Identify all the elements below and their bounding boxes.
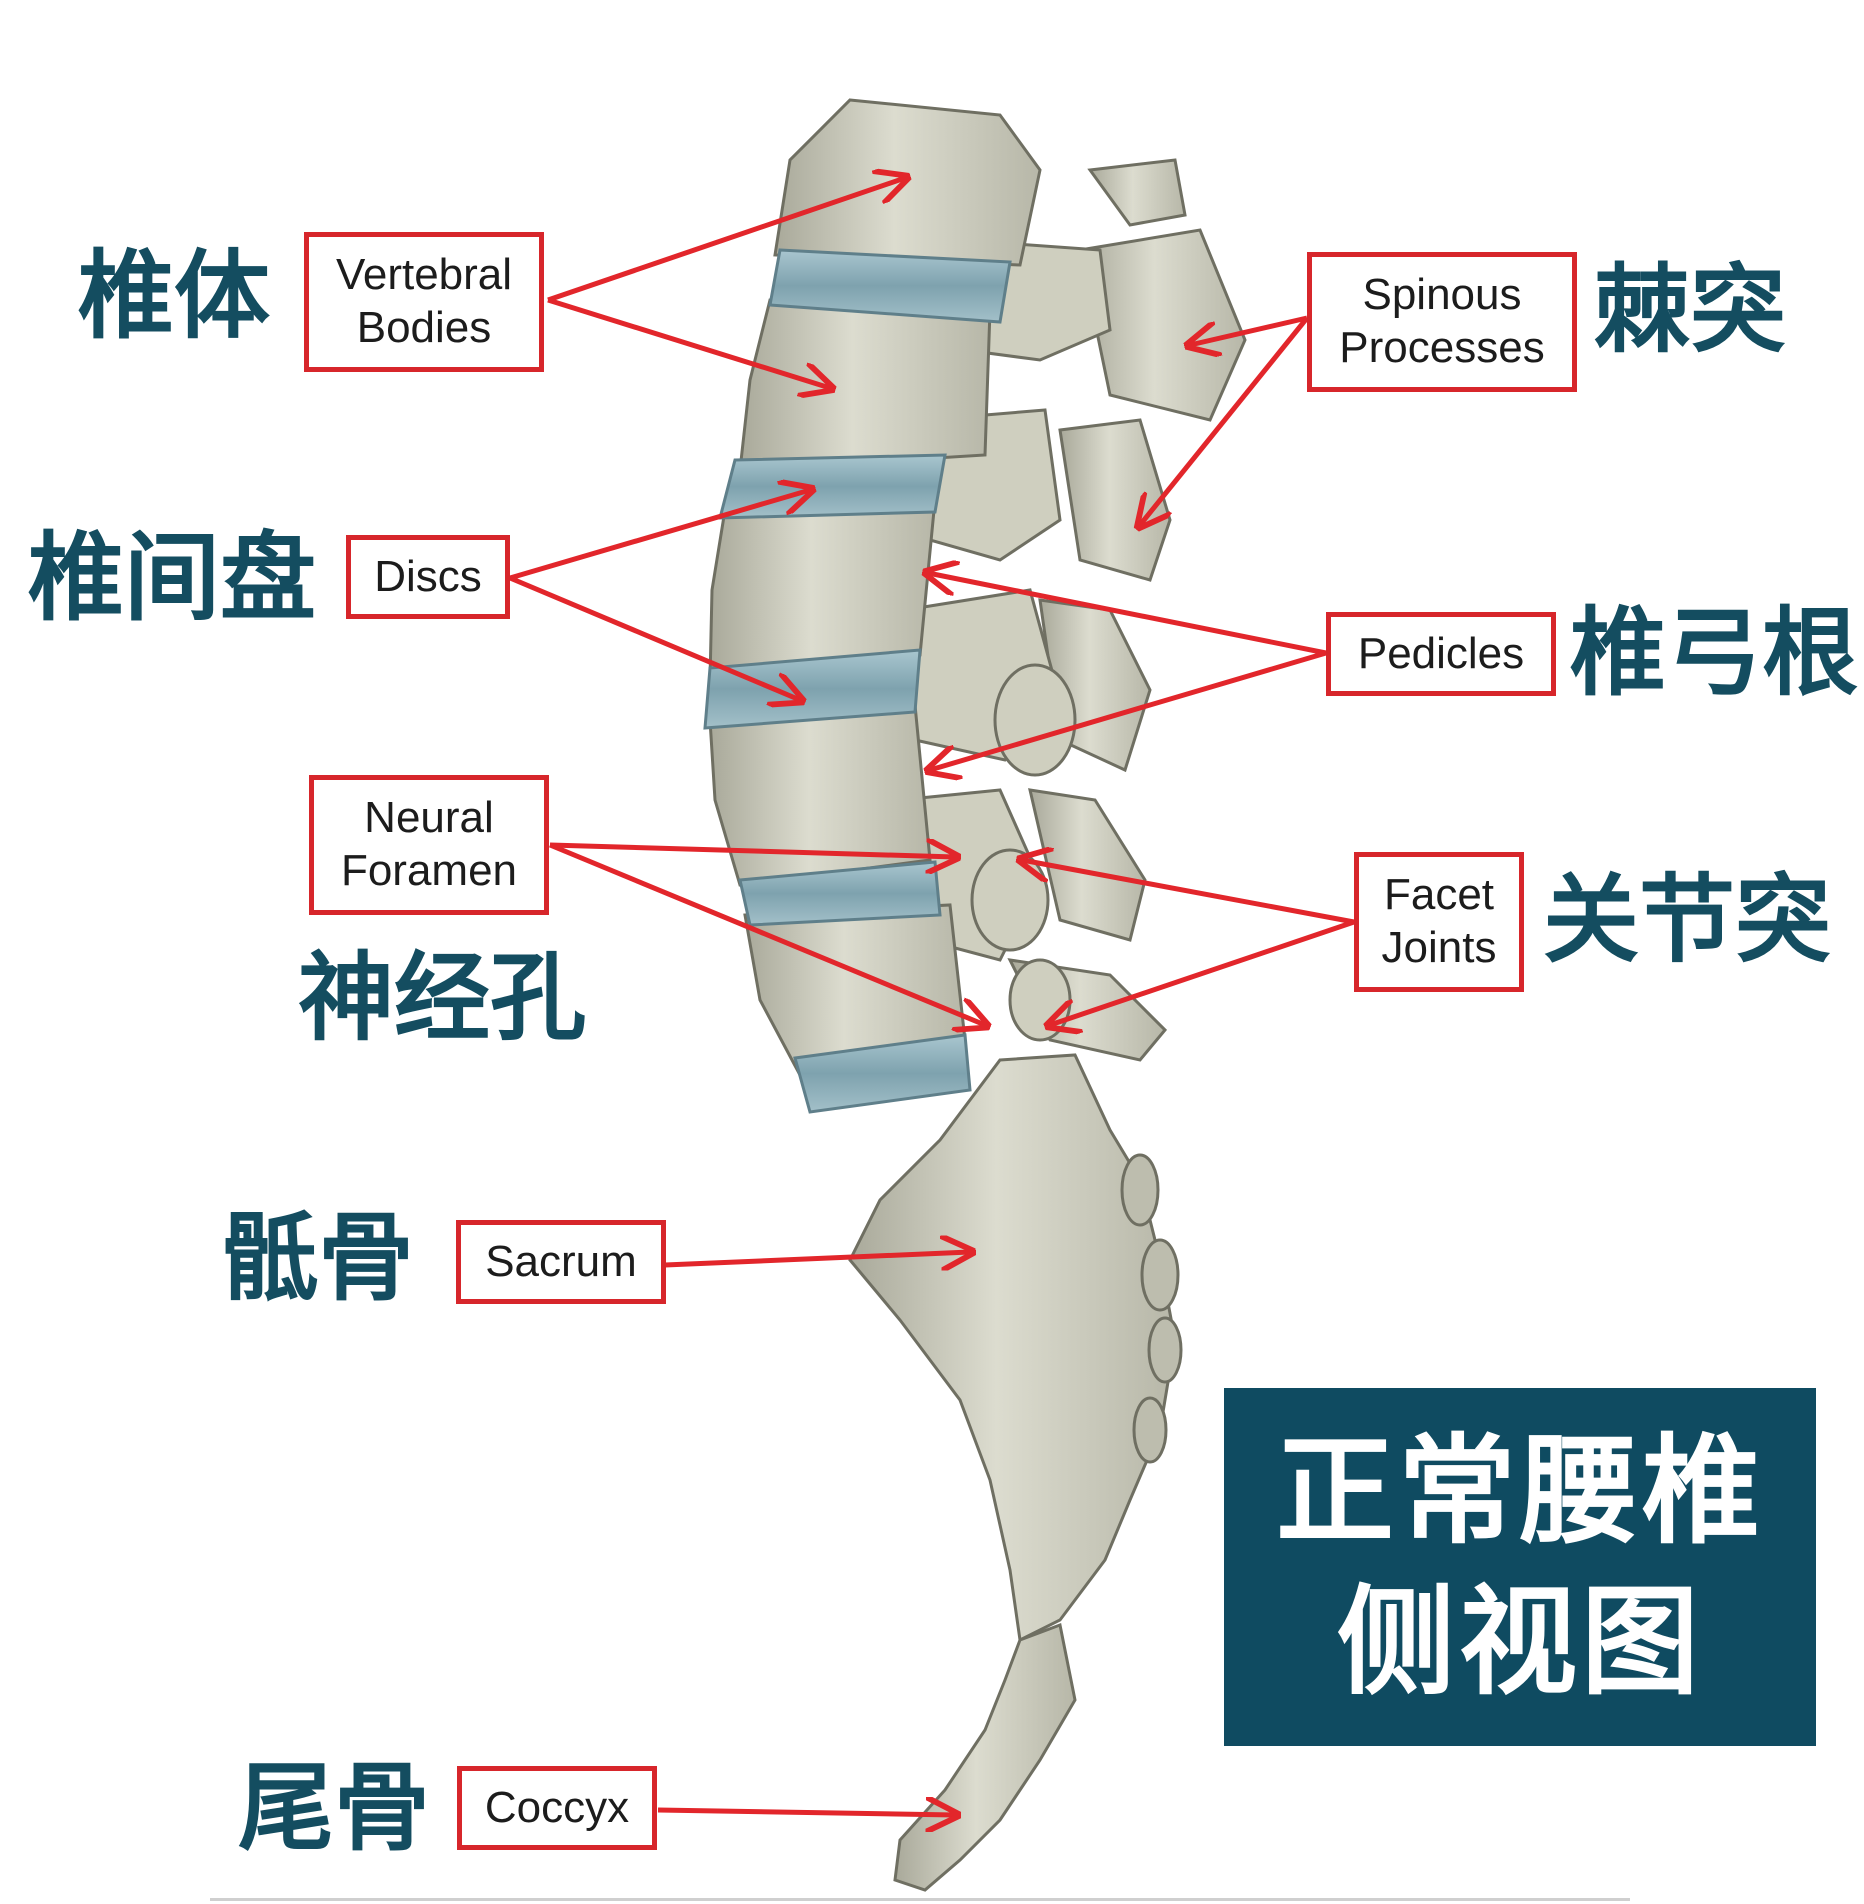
arrow-icon xyxy=(509,575,800,700)
arrow-icon xyxy=(1022,860,1355,925)
label-zh-pedicles: 椎弓根 xyxy=(1570,597,1858,709)
leader-arrows xyxy=(509,178,1355,1815)
label-zh-discs: 椎间盘 xyxy=(28,522,316,634)
label-facet-joints: Facet Joints xyxy=(1354,852,1524,992)
label-coccyx: Coccyx xyxy=(457,1766,657,1850)
label-zh-facet-joints: 关节突 xyxy=(1543,864,1831,976)
title-line-1: 正常腰椎 xyxy=(1275,1421,1764,1560)
arrow-icon xyxy=(549,845,955,857)
label-spinous-processes: Spinous Processes xyxy=(1307,252,1577,392)
sacrum xyxy=(848,1053,1177,1643)
title-line-2: 侧视图 xyxy=(1336,1573,1703,1711)
arrow-icon xyxy=(547,297,830,388)
arrow-icon xyxy=(509,490,810,581)
arrow-icon xyxy=(657,1810,955,1815)
sacral-nodules xyxy=(1120,1153,1183,1464)
arrow-icon xyxy=(664,1252,970,1265)
label-neural-foramen: Neural Foramen xyxy=(309,775,549,915)
arrow-icon xyxy=(928,573,1327,656)
label-zh-spinous-processes: 棘突 xyxy=(1594,254,1786,366)
arrow-icon xyxy=(549,842,985,1025)
arrow-icon xyxy=(1050,919,1355,1025)
label-zh-neural-foramen: 神经孔 xyxy=(298,942,586,1054)
bottom-divider xyxy=(210,1898,1630,1901)
label-zh-coccyx: 尾骨 xyxy=(238,1752,430,1864)
arrow-icon xyxy=(930,650,1327,770)
label-vertebral-bodies: Vertebral Bodies xyxy=(304,232,544,372)
arrow-icon xyxy=(547,178,905,303)
label-zh-vertebral-bodies: 椎体 xyxy=(78,240,270,352)
arrow-icon xyxy=(1140,316,1309,525)
label-pedicles: Pedicles xyxy=(1326,612,1556,696)
label-sacrum: Sacrum xyxy=(456,1220,666,1304)
arrow-icon xyxy=(1190,315,1308,345)
intervertebral-discs xyxy=(703,248,1012,1114)
coccyx xyxy=(893,1622,1077,1892)
title-panel: 正常腰椎 侧视图 xyxy=(1224,1388,1816,1746)
label-zh-sacrum: 骶骨 xyxy=(222,1202,414,1314)
label-discs: Discs xyxy=(346,535,510,619)
